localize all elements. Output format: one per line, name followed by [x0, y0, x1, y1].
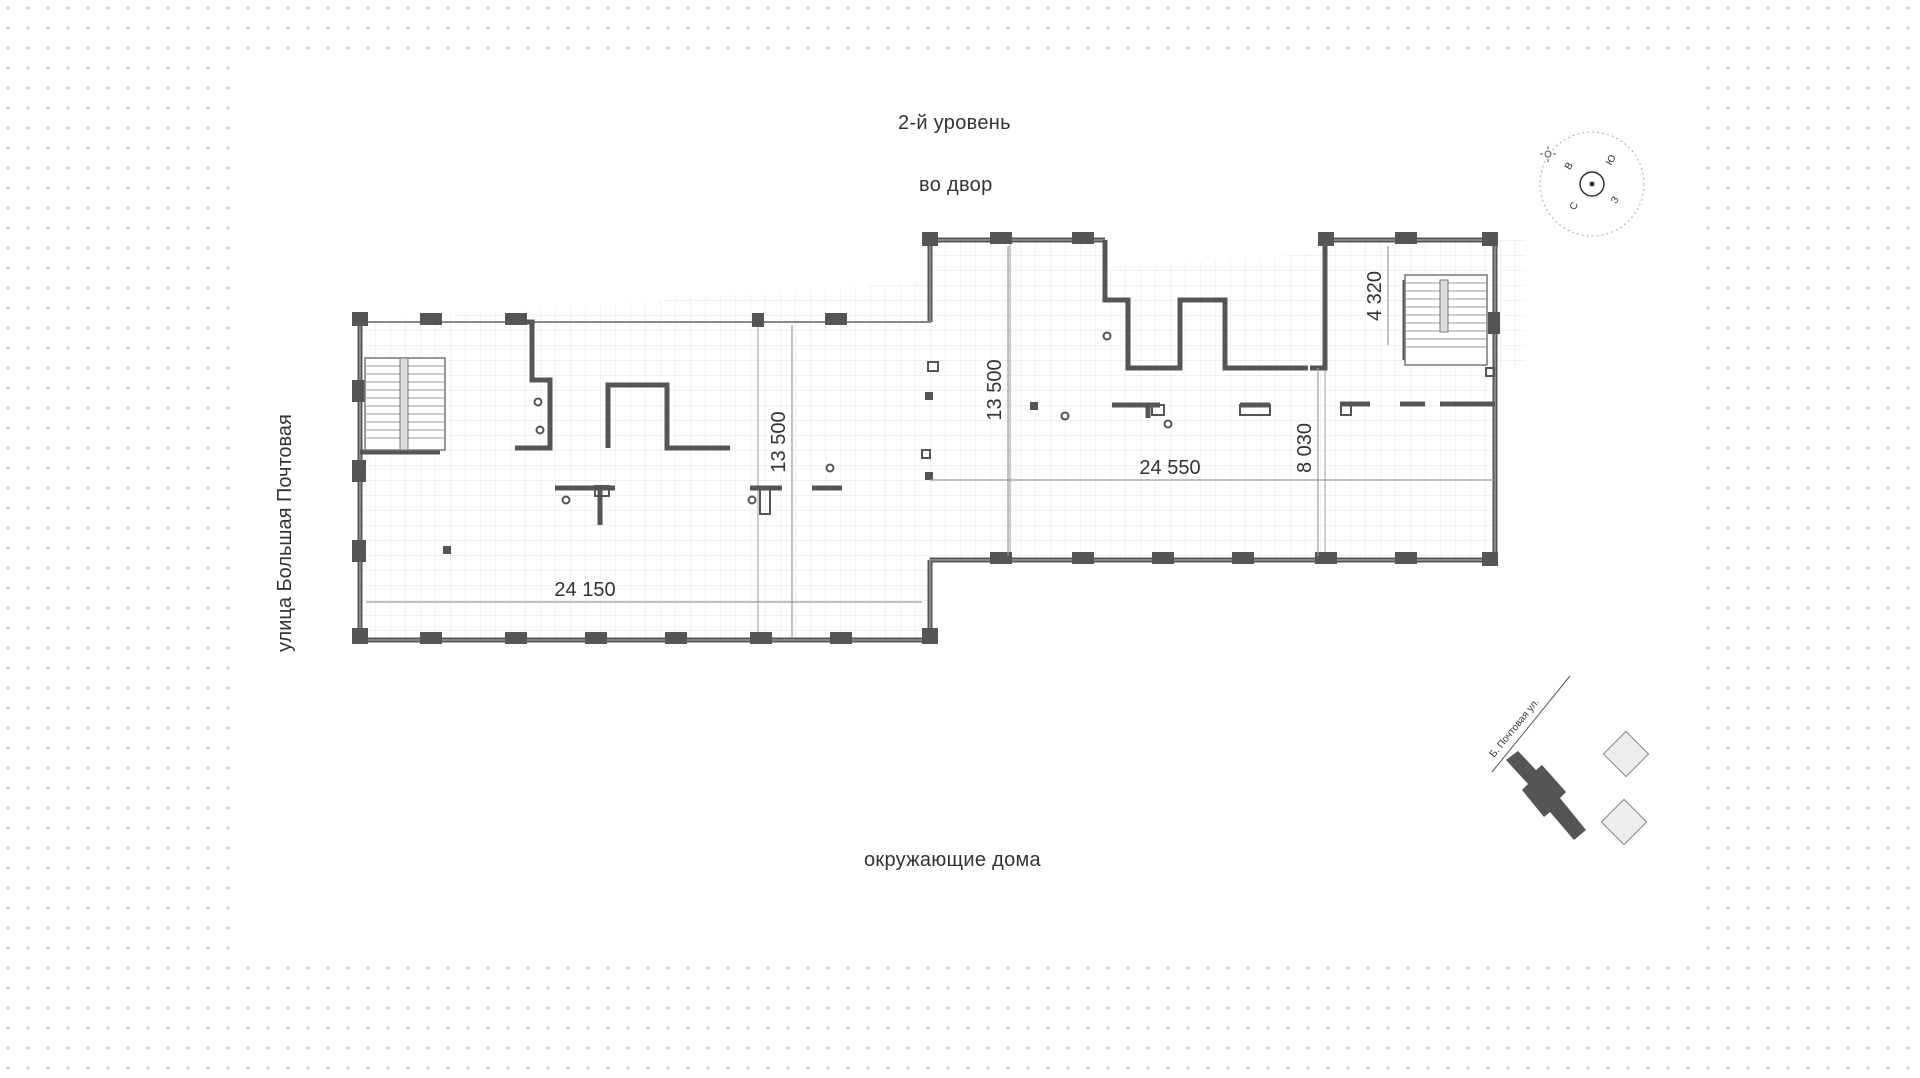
surroundings-label: окружающие дома: [864, 849, 1041, 871]
fixtures: [533, 331, 1495, 515]
compass-west: З: [1609, 195, 1622, 206]
dim-stair-right: 4 320: [1364, 271, 1386, 321]
sun-icon: [1540, 146, 1556, 162]
neighbour-building-2: [1600, 798, 1648, 846]
stairs-left: [364, 357, 446, 451]
neighbour-building-1: [1602, 730, 1650, 778]
dimension-lines: [366, 246, 1495, 638]
dim-right-length: 24 550: [1139, 457, 1200, 479]
stairs-right: [1404, 274, 1488, 366]
street-label: улица Большая Почтовая: [274, 414, 296, 652]
dim-left-length: 24 150: [554, 579, 615, 601]
compass-north: С: [1568, 200, 1581, 212]
dimension-labels: 24 150 13 500 13 500 24 550 8 030 4 320: [554, 271, 1386, 601]
minimap-building: [1506, 751, 1586, 840]
compass-south: Ю: [1604, 153, 1619, 167]
floor-area: [360, 232, 1525, 640]
compass: С В Ю З: [1539, 131, 1645, 237]
compass-east: В: [1563, 160, 1576, 172]
dim-right-section: 8 030: [1294, 423, 1316, 473]
location-minimap: Б. Почтовая ул.: [1488, 675, 1650, 846]
dim-left-height: 13 500: [768, 411, 790, 472]
courtyard-label: во двор: [919, 174, 993, 196]
minimap-street-label: Б. Почтовая ул.: [1488, 697, 1542, 760]
dim-right-height: 13 500: [984, 359, 1006, 420]
level-title: 2-й уровень: [898, 112, 1011, 134]
columns: [352, 232, 1500, 644]
